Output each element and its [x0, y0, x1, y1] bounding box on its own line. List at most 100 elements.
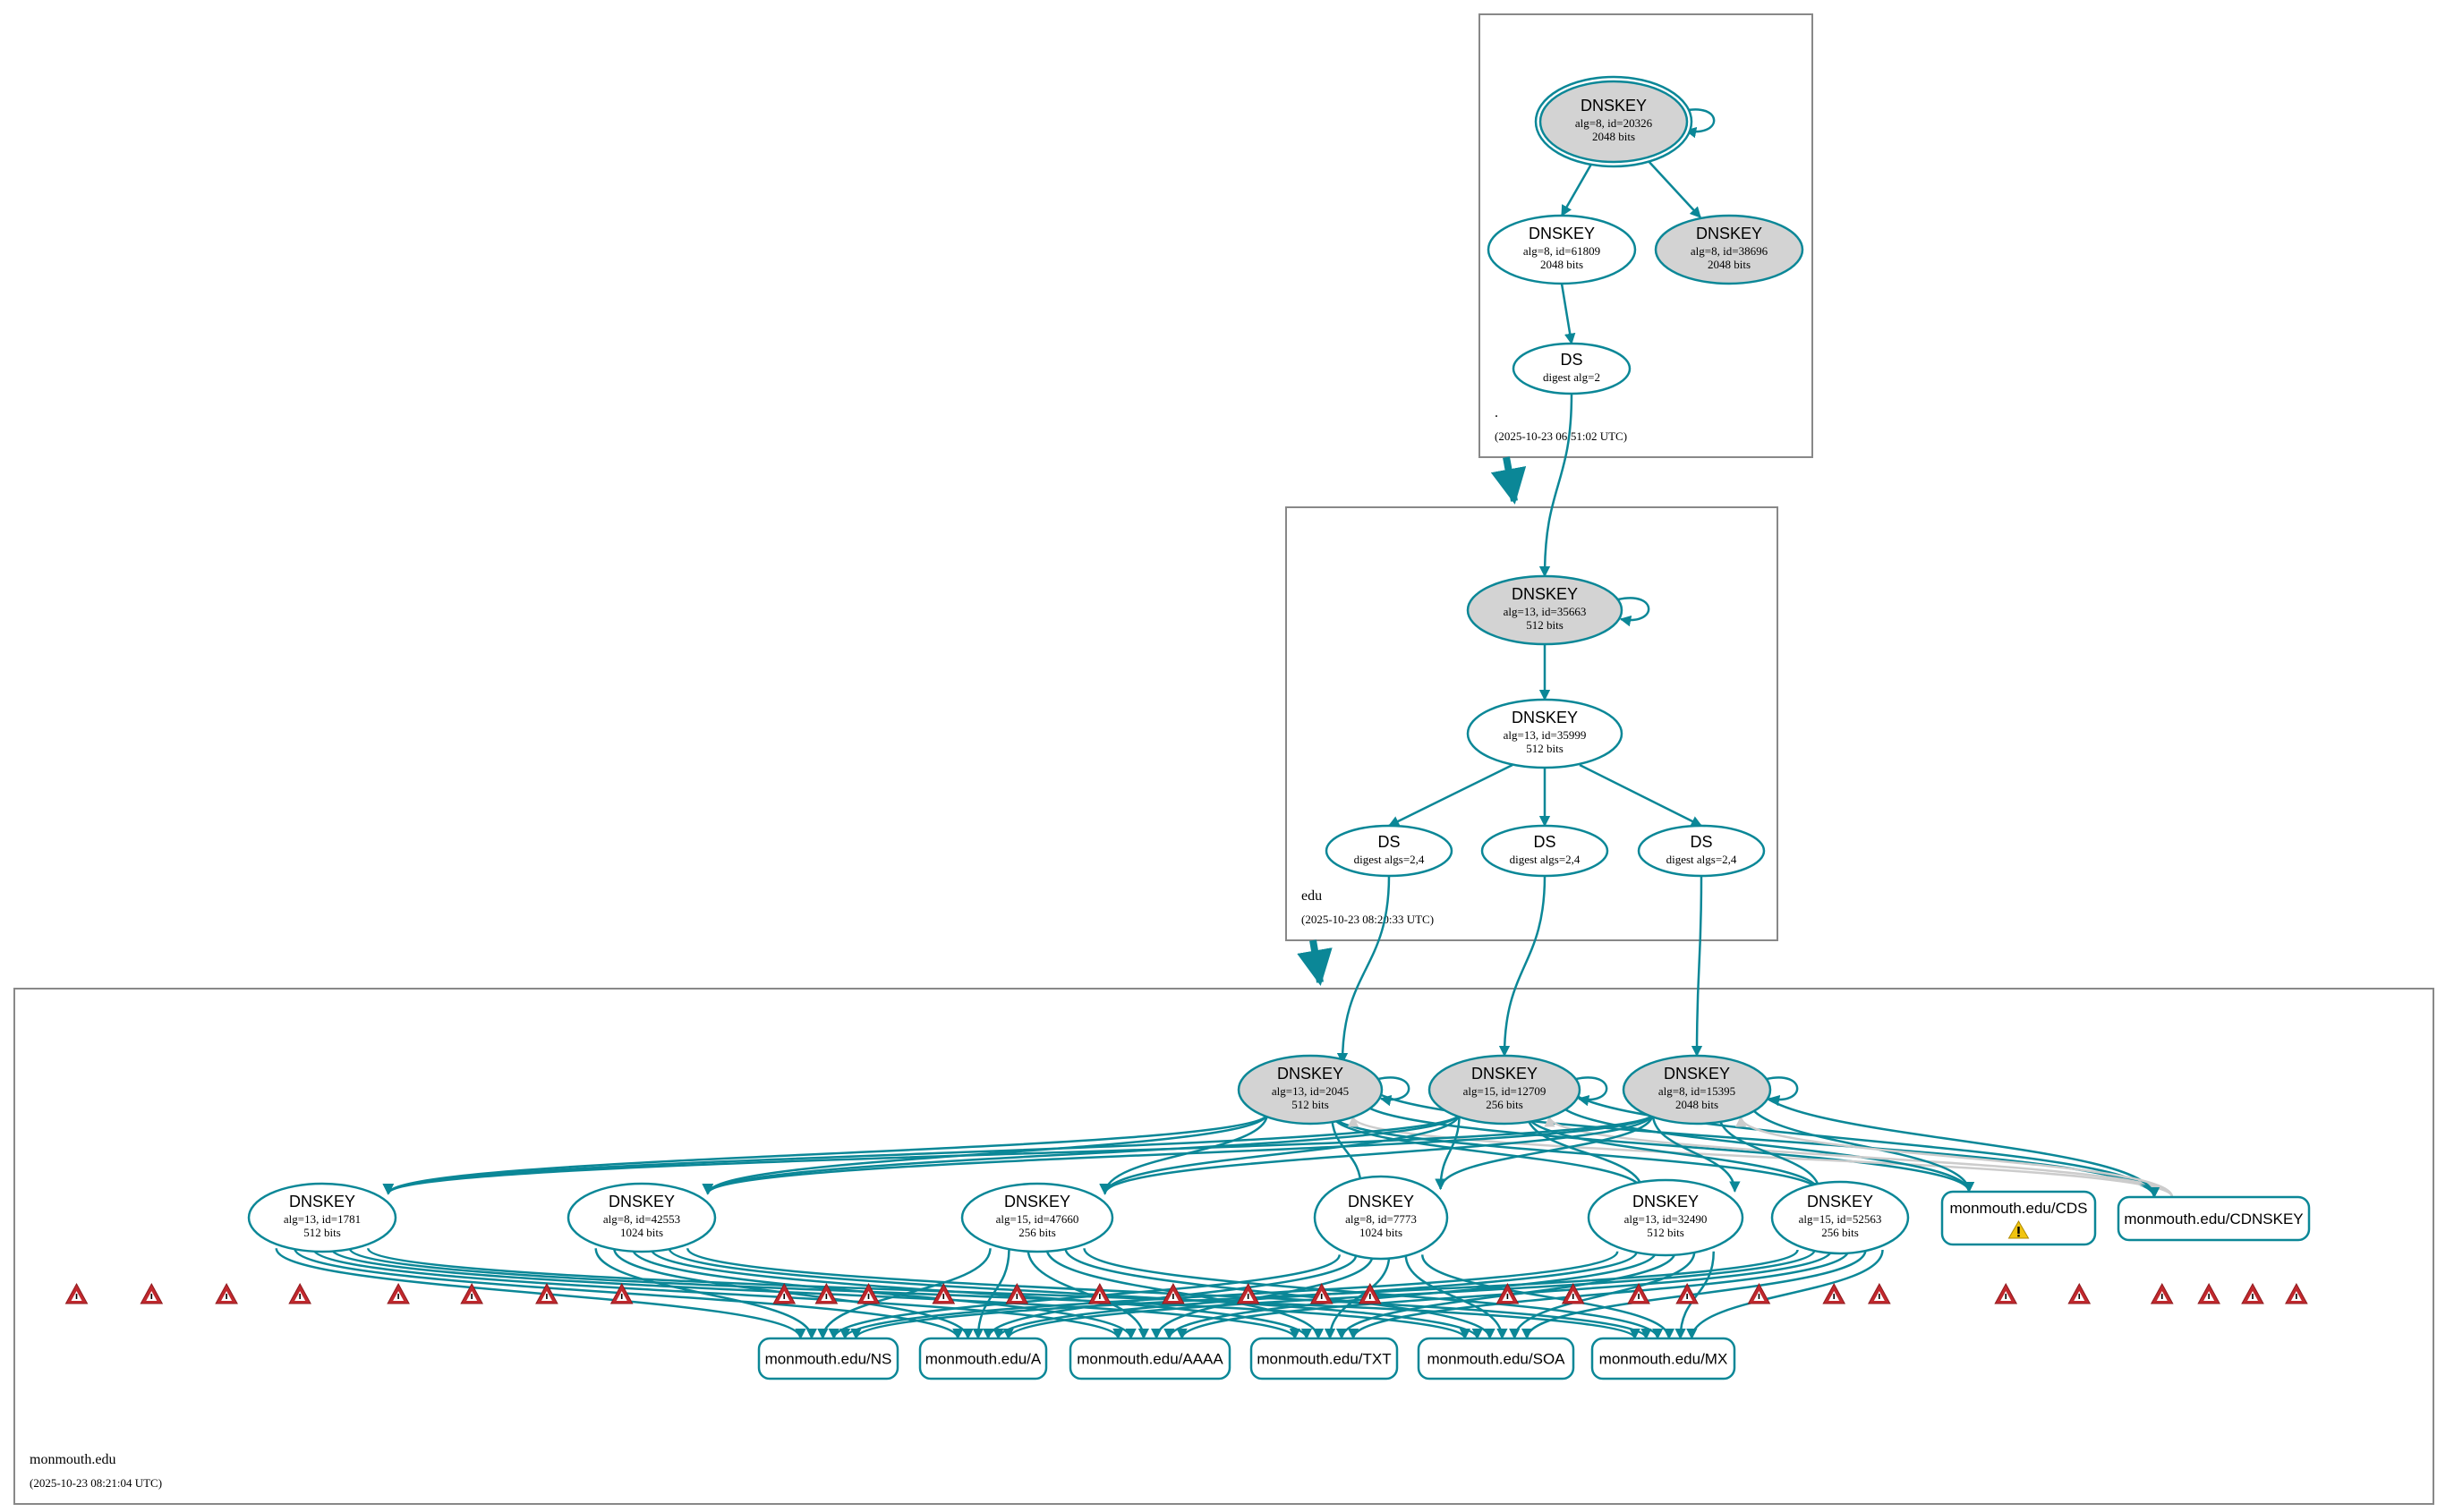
node-size: 512 bits	[303, 1226, 341, 1239]
ds-edge	[1336, 875, 1391, 1065]
node-detail: alg=8, id=38696	[1691, 244, 1768, 258]
rrset-label: monmouth.edu/CDS	[1949, 1200, 2087, 1217]
signature-edge	[1099, 1113, 1655, 1195]
rrset-label: monmouth.edu/MX	[1599, 1351, 1728, 1368]
error-triangle-icon	[2197, 1282, 2220, 1304]
error-triangle-icon	[1495, 1282, 1520, 1304]
error-triangle-icon	[140, 1282, 164, 1304]
node-size: 2048 bits	[1708, 258, 1751, 271]
self-signature-loop	[1683, 108, 1716, 139]
signature-edge	[1747, 1098, 1975, 1193]
rrset-box	[1417, 1337, 1575, 1380]
node-shape	[1770, 1180, 1910, 1255]
zone-edu: edu(2025-10-23 08:20:33 UTC)	[1285, 506, 1778, 941]
error-triangle-icon	[1627, 1282, 1650, 1304]
rrsig-edge	[650, 1247, 1313, 1340]
node-size: 512 bits	[1291, 1098, 1329, 1111]
error-triangle-icon	[856, 1282, 881, 1304]
node-shape	[960, 1182, 1114, 1253]
node-type: DS	[1533, 833, 1555, 851]
signature-edge	[702, 1113, 1461, 1195]
rrsig-edge	[817, 1248, 992, 1340]
rrsig-edge	[613, 1247, 974, 1340]
node-type: DS	[1690, 833, 1712, 851]
error-triangle-icon	[1561, 1282, 1585, 1304]
rrset-label: monmouth.edu/NS	[765, 1351, 892, 1368]
error-triangle-icon	[387, 1282, 410, 1304]
node-type: DNSKEY	[609, 1193, 675, 1210]
rrset-box	[2117, 1195, 2311, 1242]
error-triangle-icon	[2150, 1282, 2174, 1304]
rrset-label: monmouth.edu/CDNSKEY	[2124, 1210, 2303, 1227]
cdnskey-edge	[1544, 1116, 2174, 1198]
node-type: DNSKEY	[1529, 225, 1595, 242]
rrsig-edge	[631, 1247, 1137, 1340]
error-triangle-icon	[1675, 1282, 1699, 1304]
signature-edge	[382, 1112, 1655, 1195]
error-triangle-icon	[64, 1282, 89, 1304]
node-detail: alg=15, id=47660	[996, 1212, 1079, 1226]
rrset-box	[1940, 1190, 2097, 1246]
error-triangle-icon	[2241, 1282, 2264, 1304]
rrsig-edge	[330, 1247, 1300, 1340]
rrset-label: monmouth.edu/SOA	[1427, 1351, 1565, 1368]
node-type: DNSKEY	[1664, 1065, 1730, 1083]
node-type: DNSKEY	[1581, 97, 1647, 115]
node-type: DS	[1560, 351, 1582, 369]
rrset-label: monmouth.edu/A	[925, 1351, 1042, 1368]
rrset-label: monmouth.edu/TXT	[1257, 1351, 1391, 1368]
rrset-soa: monmouth.edu/SOA	[1417, 1337, 1575, 1380]
node-type: DNSKEY	[1512, 585, 1578, 603]
rrsig-edge	[1347, 1249, 1850, 1340]
node-shape	[1622, 1054, 1772, 1126]
zone-timestamp: (2025-10-23 08:20:33 UTC)	[1301, 913, 1434, 926]
rrsig-edge	[367, 1247, 1640, 1340]
error-triangle-icon	[932, 1282, 956, 1304]
rrset-a: monmouth.edu/A	[918, 1337, 1048, 1380]
signature-edge	[1387, 763, 1513, 828]
node-shape	[1313, 1175, 1449, 1261]
self-signature-loop	[1766, 1076, 1799, 1107]
node-detail: alg=8, id=15395	[1658, 1084, 1735, 1098]
zone-timestamp: (2025-10-23 06:51:02 UTC)	[1495, 429, 1627, 443]
error-triangle-icon	[772, 1282, 797, 1304]
self-signature-loop	[1575, 1076, 1608, 1107]
cdnskey-edge	[1735, 1116, 2174, 1198]
zone-name: .	[1495, 405, 1498, 420]
signature-edge	[1330, 1113, 1826, 1194]
signature-edge	[1330, 1113, 1649, 1193]
signature-edge	[382, 1113, 1269, 1195]
signature-edge	[1435, 1113, 1655, 1191]
error-triangle-icon	[1747, 1282, 1771, 1304]
rrsig-edge	[1027, 1248, 1150, 1340]
node-shape	[1512, 342, 1632, 395]
rrsig-edge	[839, 1251, 1619, 1340]
node-detail: alg=8, id=61809	[1523, 244, 1600, 258]
rrsig-edge	[275, 1247, 806, 1340]
node-type: DNSKEY	[289, 1193, 355, 1210]
error-triangle-icon	[215, 1282, 238, 1304]
signature-edge	[1560, 160, 1595, 217]
error-triangle-icon	[1309, 1282, 1334, 1304]
signature-edge	[1525, 1113, 1826, 1194]
node-type: DS	[1377, 833, 1400, 851]
error-triangle-icon	[1087, 1282, 1112, 1304]
delegation-arrow	[1297, 939, 1333, 986]
error-triangle-icon	[1994, 1282, 2018, 1304]
node-type: DNSKEY	[1277, 1065, 1343, 1083]
node-shape	[1487, 214, 1637, 285]
error-triangle-icon	[2285, 1282, 2308, 1304]
rrsig-edge	[828, 1253, 1341, 1340]
node-detail: alg=13, id=35663	[1504, 605, 1587, 618]
node-size: 1024 bits	[1359, 1226, 1402, 1239]
rrsig-edge	[1002, 1249, 1816, 1340]
